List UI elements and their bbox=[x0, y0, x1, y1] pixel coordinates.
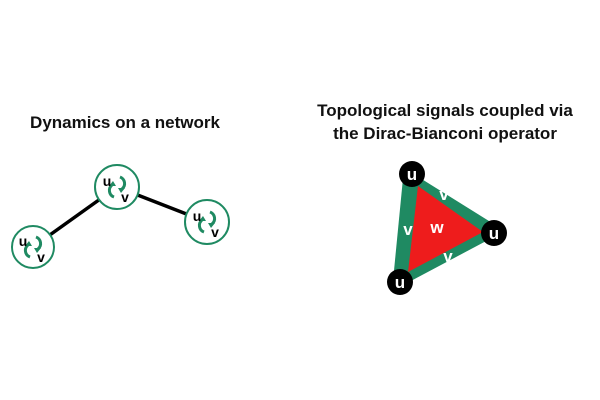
node-label-u: u bbox=[395, 273, 405, 292]
right-title: Topological signals coupled via the Dira… bbox=[290, 99, 600, 145]
node-label-v: v bbox=[37, 249, 45, 265]
edge-label-v: v bbox=[439, 185, 449, 204]
node-label-v: v bbox=[121, 189, 129, 205]
edge-label-v: v bbox=[443, 247, 453, 266]
simplex-node: u bbox=[387, 269, 413, 295]
node-label-u: u bbox=[19, 233, 28, 249]
node-label-u: u bbox=[193, 208, 202, 224]
network-node: u v bbox=[11, 225, 55, 269]
node-label-v: v bbox=[211, 224, 219, 240]
triangle-face bbox=[408, 186, 483, 272]
node-label-u: u bbox=[489, 224, 499, 243]
network-graph: u v u v u v bbox=[11, 164, 230, 269]
node-label-u: u bbox=[407, 165, 417, 184]
left-title: Dynamics on a network bbox=[30, 113, 220, 132]
face-label-w: w bbox=[429, 218, 444, 237]
network-node: u v bbox=[94, 164, 140, 210]
right-title-line1: Topological signals coupled via bbox=[317, 101, 573, 120]
node-label-u: u bbox=[103, 173, 112, 189]
edge-label-v: v bbox=[403, 220, 413, 239]
network-node: u v bbox=[184, 199, 230, 245]
right-title-line2: the Dirac-Bianconi operator bbox=[333, 124, 557, 143]
simplex-node: u bbox=[481, 220, 507, 246]
simplicial-complex: v v v w u u u bbox=[387, 161, 507, 295]
simplex-node: u bbox=[399, 161, 425, 187]
